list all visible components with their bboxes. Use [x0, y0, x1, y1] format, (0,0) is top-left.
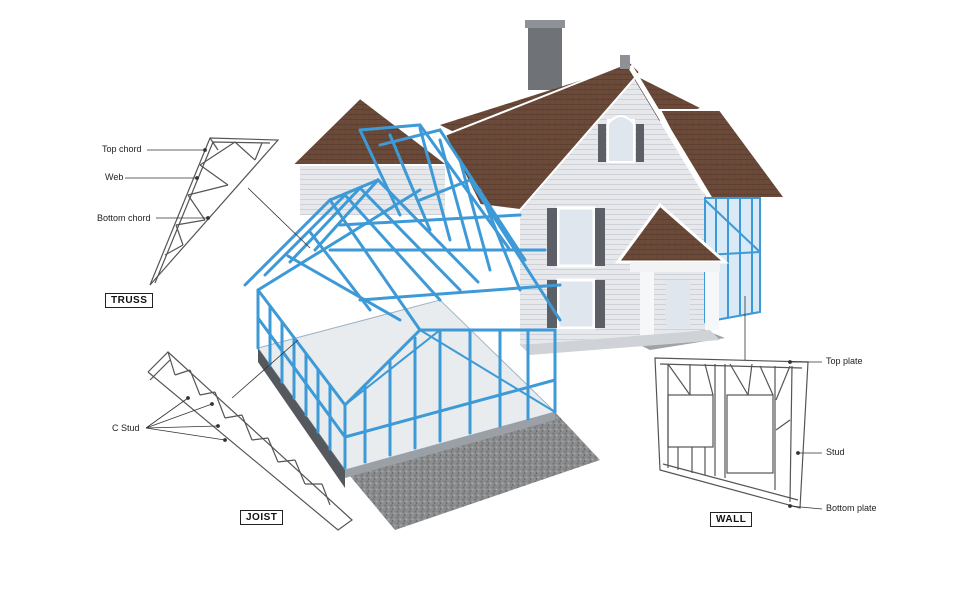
truss-drawing [150, 138, 278, 285]
label-top-plate: Top plate [826, 356, 863, 366]
chimney [528, 24, 562, 90]
label-wall: WALL [710, 512, 752, 527]
label-bottom-chord: Bottom chord [97, 213, 151, 223]
label-top-chord: Top chord [102, 144, 142, 154]
label-bottom-plate: Bottom plate [826, 503, 877, 513]
wall-drawing [655, 358, 808, 508]
label-truss: TRUSS [105, 293, 153, 308]
label-joist: JOIST [240, 510, 283, 525]
label-web: Web [105, 172, 123, 182]
label-stud: Stud [826, 447, 845, 457]
label-c-stud: C Stud [112, 423, 140, 433]
